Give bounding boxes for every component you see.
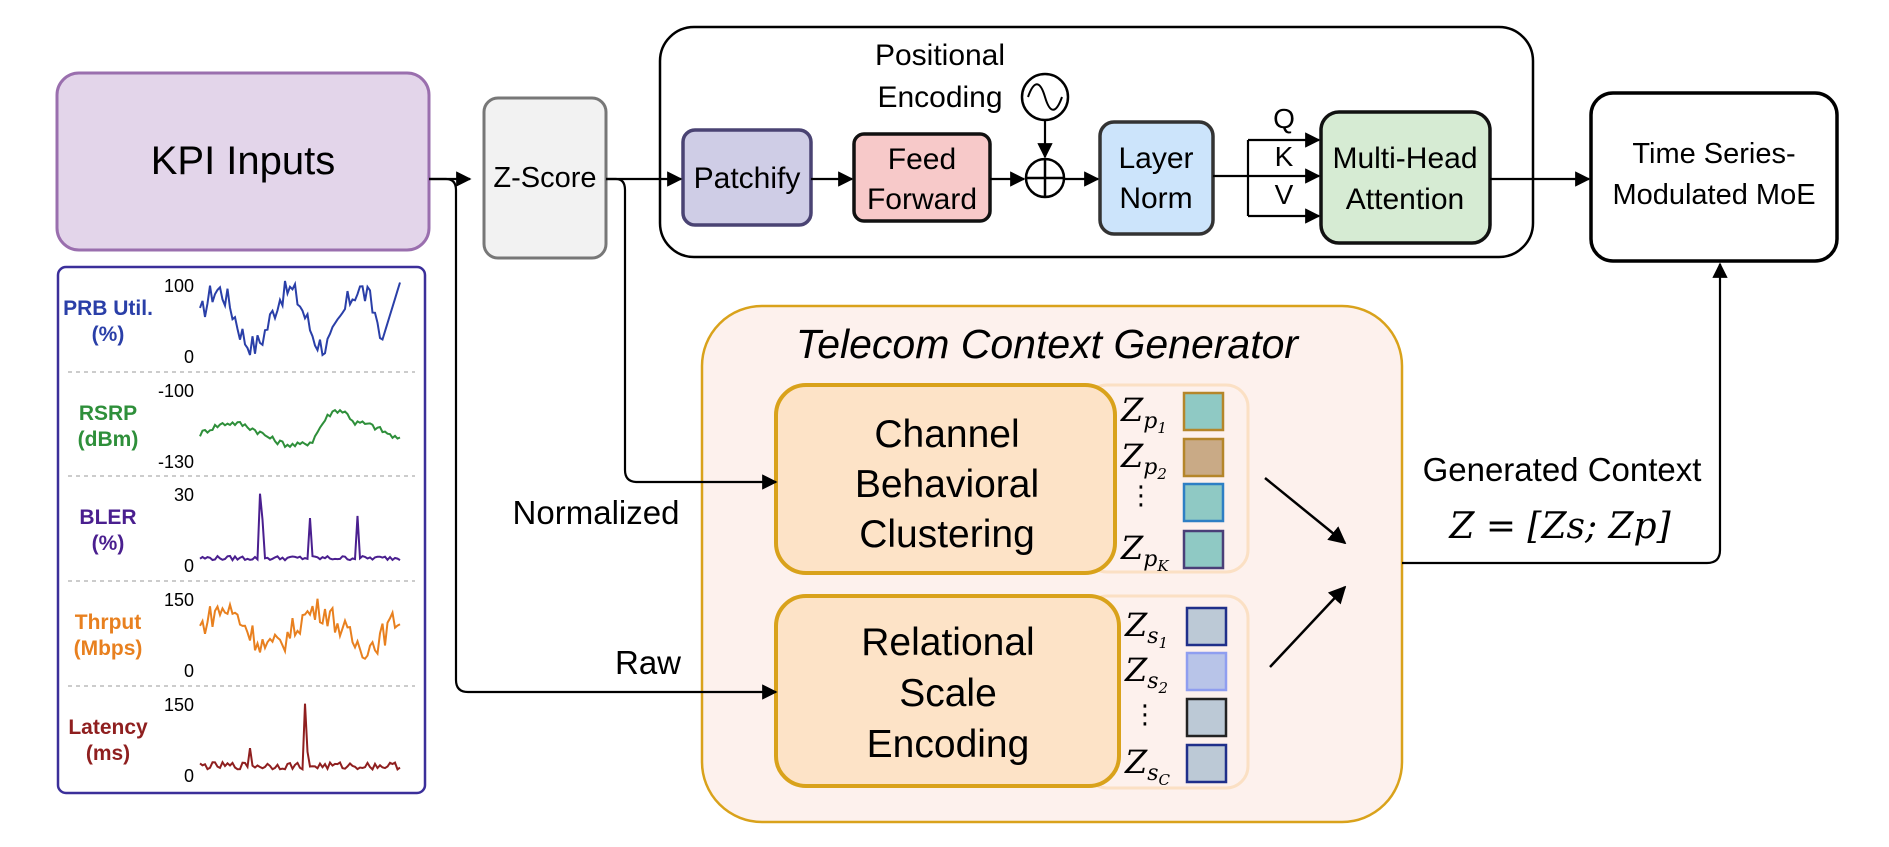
zscore-label: Z-Score bbox=[493, 162, 596, 194]
kpi-sparkline bbox=[199, 598, 401, 660]
feed-forward-box bbox=[852, 132, 992, 223]
connectors bbox=[429, 120, 1728, 700]
kpi-series-unit: (Mbps) bbox=[74, 637, 143, 660]
patchify-box bbox=[681, 128, 813, 227]
kpi-axis-max: 30 bbox=[174, 485, 194, 505]
scale-encoding-label-line3: Encoding bbox=[867, 723, 1030, 766]
kpi-series-name: Latency bbox=[68, 716, 148, 739]
patchify-label: Patchify bbox=[694, 162, 801, 195]
kpi-series-unit: (dBm) bbox=[78, 428, 139, 451]
kpi-series-unit: (%) bbox=[92, 323, 125, 346]
token-swatch bbox=[1182, 437, 1225, 478]
kpi-series-name: Thrput bbox=[75, 611, 141, 634]
moe-label-line2: Modulated MoE bbox=[1612, 179, 1815, 211]
layer-norm-label-line1: Layer bbox=[1118, 142, 1193, 175]
kpi-sparkline bbox=[199, 493, 401, 562]
token-label: ZpK bbox=[1120, 529, 1169, 575]
scale-encoding-label-line2: Scale bbox=[899, 672, 997, 715]
kpi-series-unit: (%) bbox=[92, 532, 125, 555]
kpi-series-unit: (ms) bbox=[86, 742, 130, 765]
kpi-series-name: RSRP bbox=[79, 402, 137, 425]
kpi-series-name: BLER bbox=[79, 506, 136, 529]
token-label: ZsC bbox=[1124, 743, 1171, 789]
kpi-series-panel bbox=[56, 265, 427, 795]
kpi-axis-min: 0 bbox=[184, 766, 194, 786]
clustering-label-line2: Behavioral bbox=[855, 463, 1039, 506]
kpi-axis-min: 0 bbox=[184, 347, 194, 367]
p-merge-arrow bbox=[1264, 477, 1347, 545]
query-label: Q bbox=[1273, 103, 1295, 134]
moe-label-line1: Time Series- bbox=[1632, 138, 1795, 170]
attention-label-line1: Multi-Head bbox=[1332, 142, 1477, 175]
token-label: Zs2 bbox=[1124, 651, 1168, 697]
context-generator-title: Telecom Context Generator bbox=[796, 321, 1300, 367]
key-label: K bbox=[1275, 141, 1294, 172]
scale-encoding-label-line1: Relational bbox=[861, 621, 1034, 664]
add-operator-icon bbox=[1024, 157, 1066, 199]
token-swatch bbox=[1182, 529, 1225, 570]
attention-label-line2: Attention bbox=[1346, 183, 1464, 216]
value-label: V bbox=[1275, 179, 1294, 210]
multi-head-attention-box bbox=[1319, 110, 1492, 245]
kpi-axis-min: 0 bbox=[184, 661, 194, 681]
s-merge-arrow bbox=[1269, 585, 1347, 668]
p-token-ellipsis-swatch bbox=[1182, 482, 1225, 523]
normalized-label: Normalized bbox=[513, 494, 680, 531]
clustering-label-line1: Channel bbox=[874, 413, 1019, 456]
token-swatch bbox=[1185, 651, 1228, 692]
token-swatch bbox=[1182, 391, 1225, 432]
layer-norm-box bbox=[1098, 120, 1215, 236]
raw-label: Raw bbox=[615, 644, 681, 681]
s-token-ellipsis-swatch bbox=[1185, 697, 1228, 738]
generated-context-label: Generated Context bbox=[1423, 451, 1702, 488]
clustering-label-line3: Clustering bbox=[859, 513, 1035, 556]
token-swatch bbox=[1185, 606, 1228, 647]
kpi-axis-max: -100 bbox=[158, 381, 194, 401]
context-formula: Z = [Zs; Zp] bbox=[1448, 506, 1671, 547]
token-swatch bbox=[1185, 743, 1228, 784]
kpi-inputs-label: KPI Inputs bbox=[151, 139, 336, 183]
token-label: Zp2 bbox=[1120, 437, 1167, 483]
kpi-sparkline bbox=[199, 280, 401, 357]
kpi-series-name: PRB Util. bbox=[63, 297, 153, 320]
sine-wave-icon bbox=[1020, 72, 1070, 122]
moe-box bbox=[1589, 91, 1839, 263]
feed-forward-label-line1: Feed bbox=[888, 143, 956, 176]
feed-forward-label-line2: Forward bbox=[867, 183, 977, 216]
kpi-dividers bbox=[68, 371, 415, 687]
kpi-axis-min: -130 bbox=[158, 452, 194, 472]
kpi-axis-max: 100 bbox=[164, 276, 194, 296]
layer-norm-label-line2: Norm bbox=[1119, 182, 1192, 215]
kpi-axis-max: 150 bbox=[164, 590, 194, 610]
positional-encoding-label-line1: Positional bbox=[875, 39, 1005, 72]
kpi-sparkline bbox=[199, 408, 401, 449]
positional-encoding-label-line2: Encoding bbox=[877, 81, 1002, 114]
kpi-axis-min: 0 bbox=[184, 556, 194, 576]
token-label: Zs1 bbox=[1124, 606, 1168, 652]
kpi-sparkline bbox=[199, 703, 401, 772]
kpi-axis-max: 150 bbox=[164, 695, 194, 715]
kpi-inputs-box bbox=[55, 71, 431, 252]
s-token-ellipsis: ⋮ bbox=[1132, 699, 1158, 729]
p-token-ellipsis: ⋮ bbox=[1128, 480, 1154, 510]
token-label: Zp1 bbox=[1120, 391, 1167, 437]
